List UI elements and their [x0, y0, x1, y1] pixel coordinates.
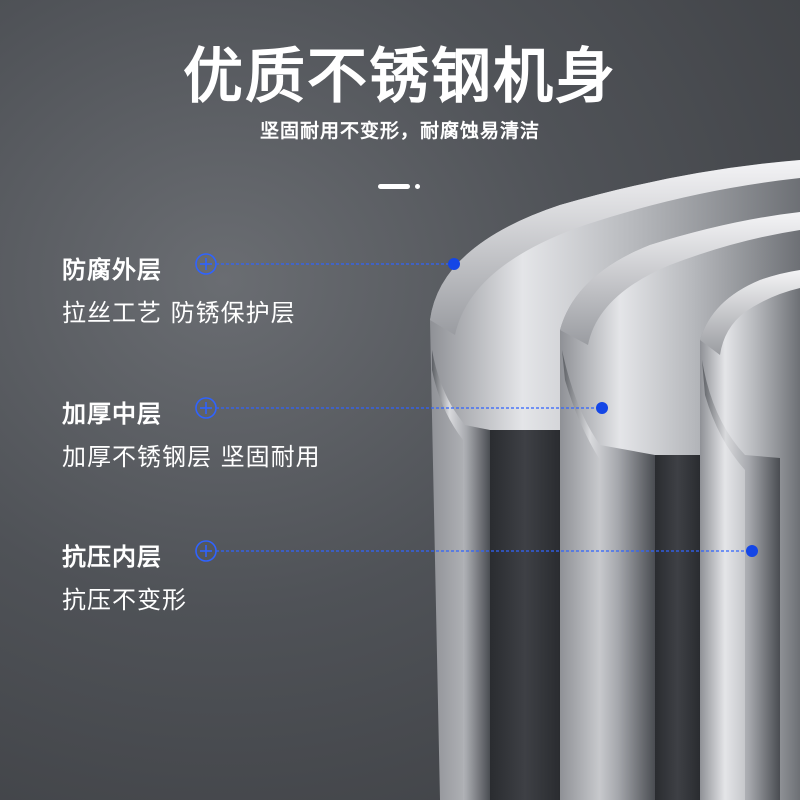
layer-name: 抗压内层	[62, 543, 162, 571]
outer-layer-rim	[430, 160, 800, 335]
layer-name: 防腐外层	[62, 256, 162, 284]
middle-layer-rim	[560, 212, 800, 345]
inner-layer-rim	[700, 270, 800, 355]
gap-shadow-2	[655, 455, 700, 800]
outer-layer-fold	[432, 350, 490, 800]
inner-layer-fold	[702, 360, 780, 800]
layer-desc: 加厚不锈钢层 坚固耐用	[62, 443, 321, 471]
callout-dot	[448, 258, 460, 270]
page-subtitle: 坚固耐用不变形，耐腐蚀易清洁	[259, 120, 540, 142]
layer-name: 加厚中层	[62, 400, 162, 428]
layer-outer: 防腐外层 拉丝工艺 防锈保护层	[62, 250, 296, 328]
callout-inner	[195, 540, 758, 562]
layer-middle: 加厚中层 加厚不锈钢层 坚固耐用	[62, 394, 321, 472]
page-title: 优质不锈钢机身	[183, 42, 617, 112]
callout-outer	[195, 253, 460, 275]
divider-decoration	[378, 184, 426, 190]
layer-inner: 抗压内层 抗压不变形	[62, 537, 187, 615]
callout-middle	[195, 397, 608, 419]
layer-desc: 抗压不变形	[62, 586, 187, 614]
layer-desc: 拉丝工艺 防锈保护层	[62, 299, 296, 327]
gap-shadow-1	[490, 430, 560, 800]
callout-dot	[746, 545, 758, 557]
middle-layer-fold	[562, 350, 655, 800]
callout-dot	[596, 402, 608, 414]
